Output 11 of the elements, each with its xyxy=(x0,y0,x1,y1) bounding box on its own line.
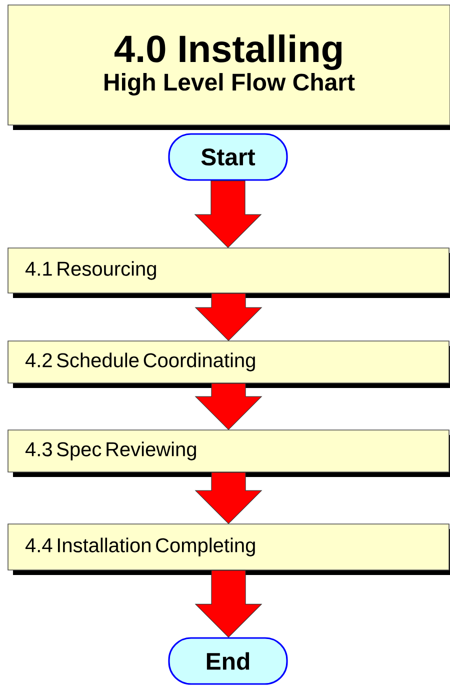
title-box: 4.0 Installing High Level Flow Chart xyxy=(8,4,450,130)
block-arrow xyxy=(194,180,262,248)
process-box: 4.4 Installation Completing xyxy=(8,524,450,575)
process-box: 4.2 Schedule Coordinating xyxy=(8,340,450,388)
terminal-oval: End xyxy=(168,637,288,685)
block-arrow xyxy=(194,293,262,342)
process-box: 4.1 Resourcing xyxy=(8,248,450,298)
block-arrow xyxy=(194,383,262,430)
process-box: 4.3 Spec Reviewing xyxy=(8,430,450,477)
block-arrow xyxy=(194,472,262,524)
block-arrow xyxy=(194,570,262,638)
